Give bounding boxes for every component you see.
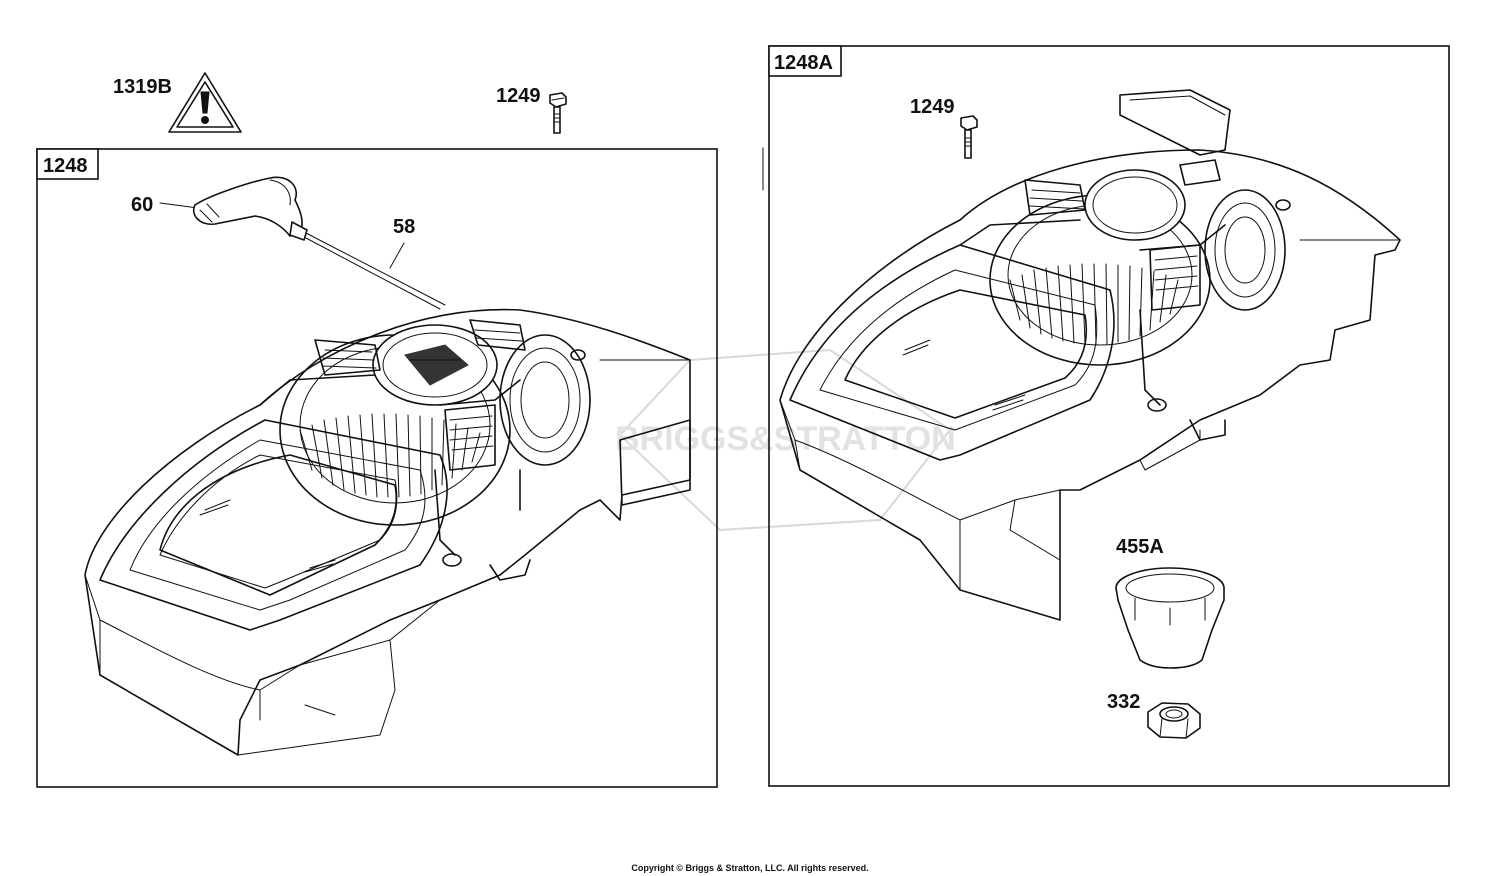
copyright-text: Copyright © Briggs & Stratton, LLC. All … [631,863,868,873]
callout-1249-top: 1249 [496,85,541,107]
panel-1248: 1248 60 58 [36,148,718,788]
watermark: BRIGGS&STRATTON [615,348,956,532]
nut-332 [1147,702,1201,739]
callout-455a: 455A [1116,536,1164,558]
callout-1249-right: 1249 [910,96,955,118]
callout-1319b: 1319B [113,76,172,98]
blower-housing-1248 [84,308,691,756]
warning-triangle-icon [168,72,242,133]
panel-label-1248: 1248 [43,155,88,177]
fan-grille-fins-right [1009,263,1179,345]
watermark-text: BRIGGS&STRATTON [615,420,956,458]
callout-58: 58 [393,216,415,238]
cup-455a [1115,567,1225,669]
starter-handle [193,176,308,241]
warning-label-part: 1319B [113,72,242,133]
blower-housing-1248a [779,89,1401,621]
screw-1249-top: 1249 [496,85,567,134]
callout-60: 60 [131,194,153,216]
fan-grille-fins-left [299,413,481,498]
screw-icon-right [960,115,978,159]
screw-icon [549,92,567,134]
callout-332: 332 [1107,691,1140,713]
panel-label-1248a: 1248A [774,52,833,74]
panel-1248a: 1248A 1249 [768,45,1450,787]
